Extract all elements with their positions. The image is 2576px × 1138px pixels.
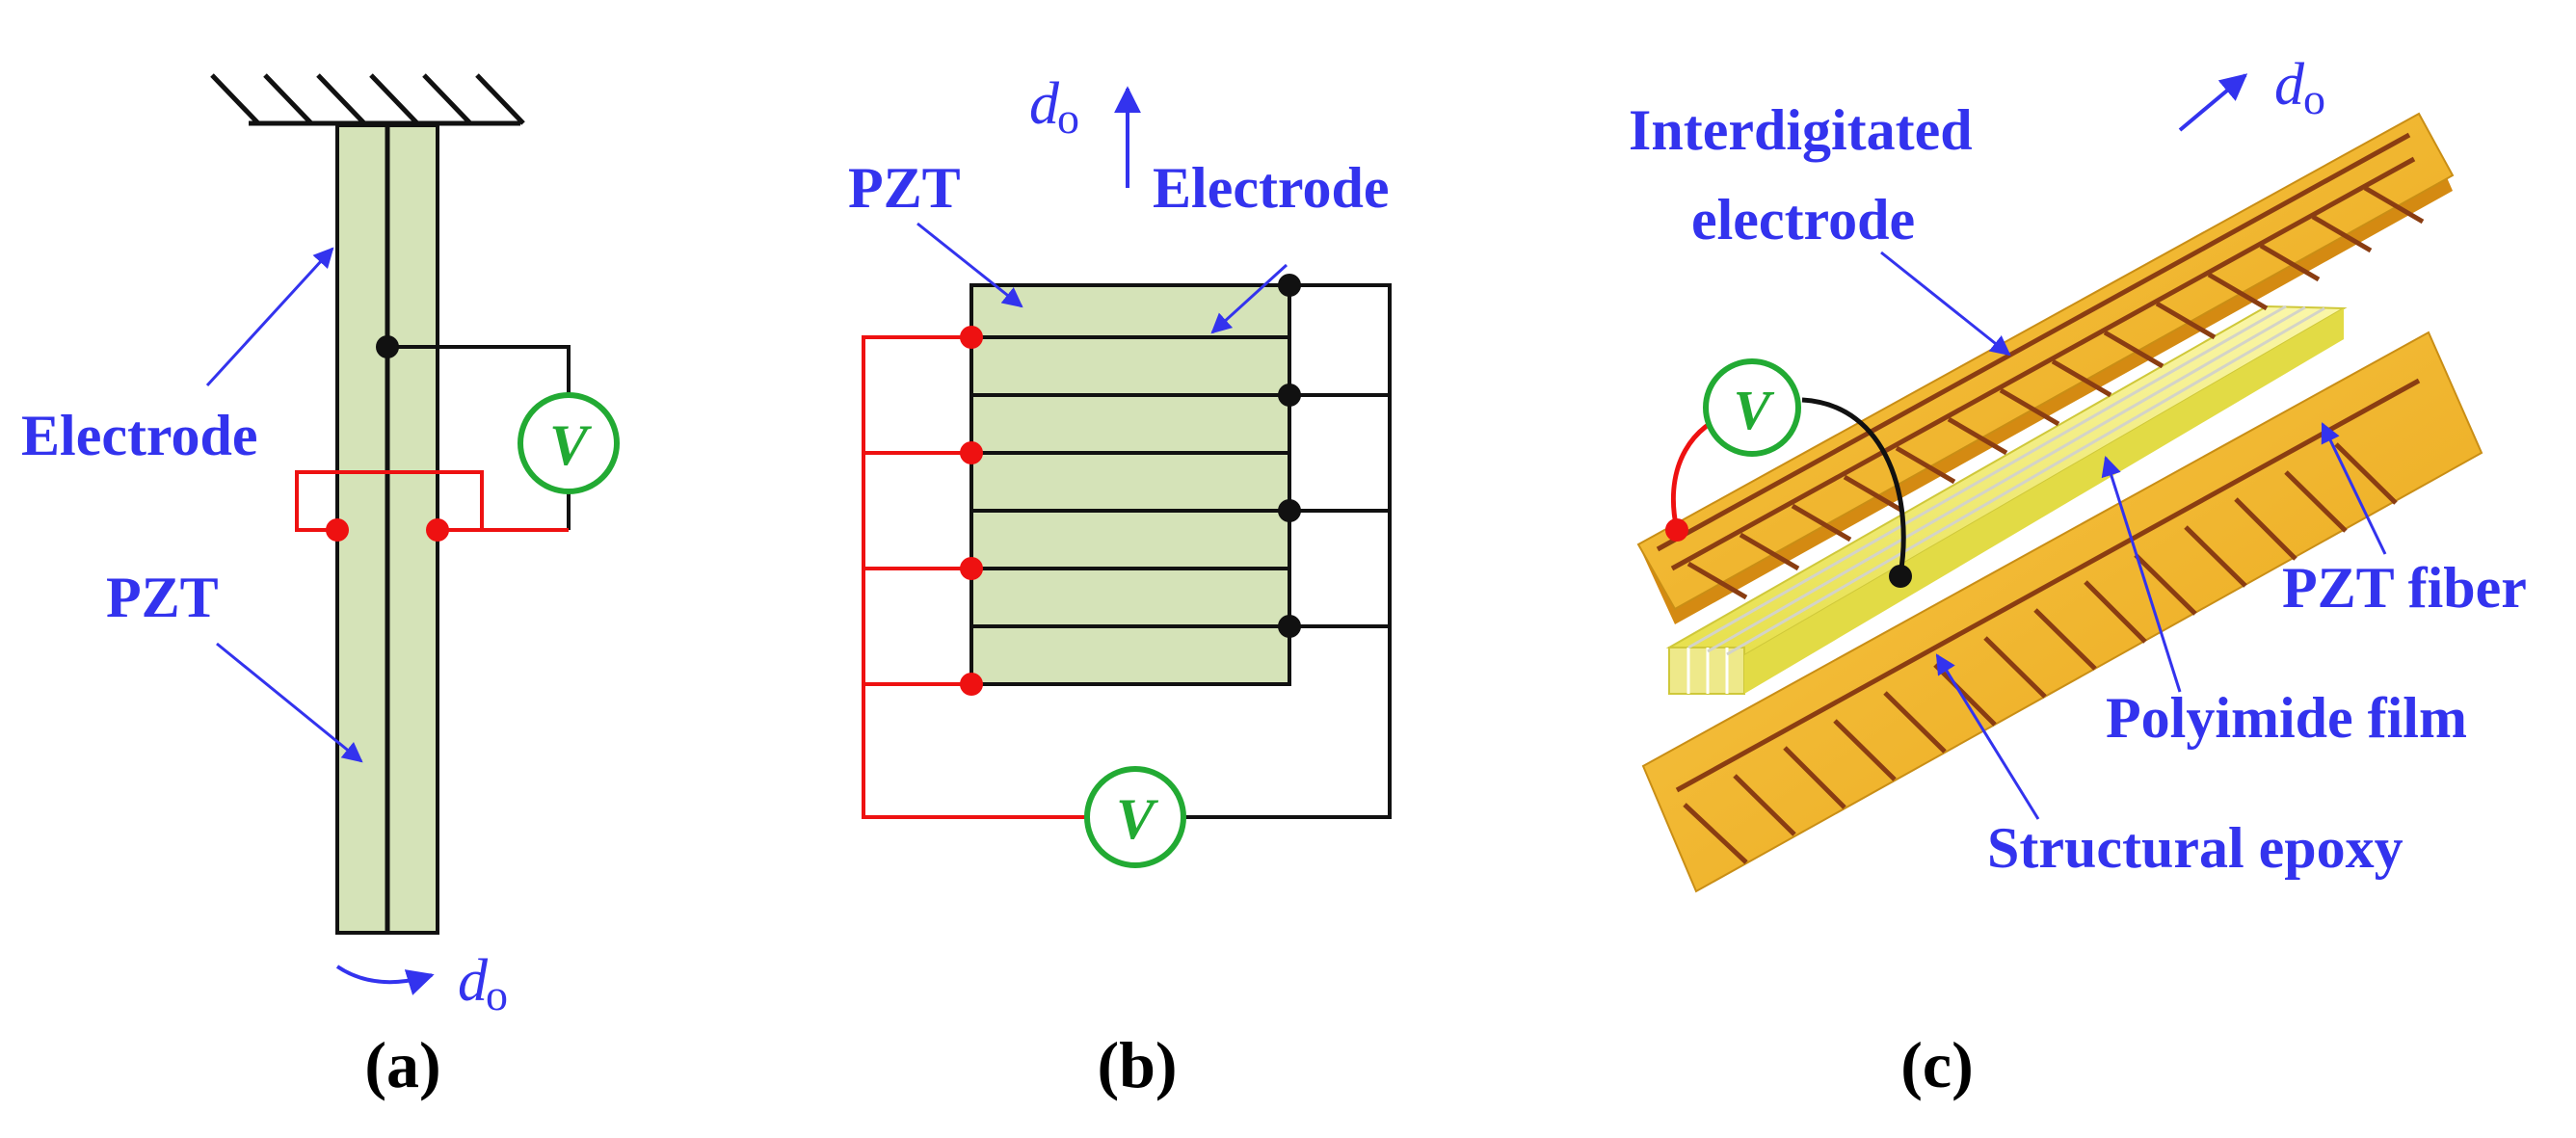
direction-arrow (2178, 73, 2248, 132)
label-electrode: Electrode (21, 404, 257, 467)
voltmeter-symbol: V (1116, 787, 1159, 851)
caption-c: (c) (1900, 1028, 1973, 1101)
junction-dot (960, 326, 983, 349)
junction-dot (326, 518, 349, 542)
direction-symbol: d (2274, 52, 2305, 118)
junction-dot (426, 518, 449, 542)
leader-arrow (1210, 263, 1288, 334)
label-structural-epoxy: Structural epoxy (1987, 816, 2403, 880)
label-interdigitated: Interdigitated (1629, 98, 1973, 162)
junction-dot (960, 673, 983, 696)
leader-arrow (2321, 422, 2387, 555)
black-wire (387, 345, 571, 395)
leader-arrow (205, 247, 334, 387)
leader-arrow (1935, 653, 2040, 820)
bend-direction-arrow (335, 965, 435, 995)
voltmeter-symbol: V (549, 413, 593, 477)
panel-c: d o (1629, 52, 2527, 1101)
junction-dot (1278, 274, 1301, 297)
junction-dot (1278, 499, 1301, 522)
fixed-support-icon (210, 73, 525, 126)
black-wire (1801, 397, 1906, 575)
leader-arrow (2101, 455, 2182, 693)
label-pzt: PZT (848, 156, 961, 220)
bottom-electrode-sheet (1641, 331, 2483, 893)
direction-symbol: d (458, 948, 489, 1014)
leader-arrow (916, 222, 1023, 308)
label-polyimide-film: Polyimide film (2106, 686, 2467, 750)
leader-arrow (1880, 251, 2011, 357)
voltmeter-symbol: V (1734, 379, 1775, 441)
voltmeter-icon: V (1084, 766, 1186, 868)
junction-dot (1665, 518, 1688, 542)
direction-subscript: o (1057, 93, 1079, 143)
direction-subscript: o (2303, 74, 2325, 123)
caption-a: (a) (364, 1028, 440, 1101)
label-electrode: Electrode (1153, 156, 1389, 220)
voltmeter-icon: V (518, 392, 620, 494)
stack-electrodes (971, 335, 1289, 628)
junction-dot (376, 335, 399, 358)
red-wire (295, 470, 569, 532)
caption-b: (b) (1097, 1028, 1177, 1101)
top-electrode-sheet (1636, 112, 2455, 624)
junction-dot (960, 441, 983, 464)
label-electrode: electrode (1691, 188, 1915, 251)
label-pzt: PZT (106, 566, 219, 629)
voltmeter-icon: V (1703, 358, 1801, 457)
direction-symbol: d (1029, 71, 1060, 137)
panel-b: d o (848, 71, 1392, 1101)
label-pzt-fiber: PZT fiber (2282, 556, 2527, 620)
pzt-stack (969, 283, 1291, 686)
leader-arrow (216, 642, 363, 763)
junction-dot (1889, 565, 1912, 588)
junction-dot (1278, 615, 1301, 638)
red-bus (862, 335, 1087, 819)
pzt-fiber-layer (1665, 304, 2348, 695)
junction-dot (960, 557, 983, 580)
junction-dot (1278, 384, 1301, 407)
panel-a: V Electrode PZT d o (a) (21, 73, 620, 1101)
direction-subscript: o (486, 970, 508, 1019)
